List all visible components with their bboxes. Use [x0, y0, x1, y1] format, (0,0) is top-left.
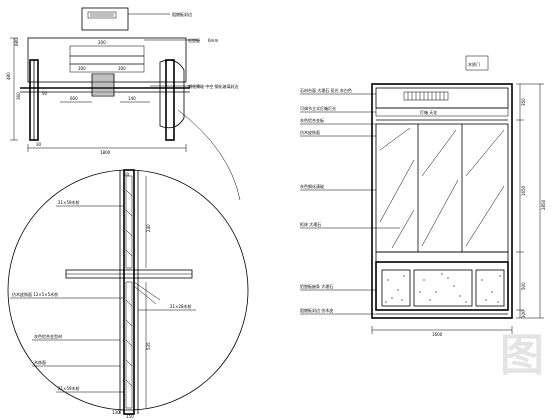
watermark-logo: 图 — [500, 330, 544, 381]
lamp-text: 灯箱 天花 — [420, 109, 437, 115]
right-rounded-end — [159, 59, 185, 129]
detail-dim-1: 535 — [146, 342, 151, 350]
detail-dim-4: 150 — [126, 414, 134, 419]
detail-callout-1: 仿木皮饰面 12×5×5木枋 — [12, 291, 58, 297]
detail-dim-0: 240 — [146, 224, 151, 232]
left-label-0: 阻燃板封边 — [172, 11, 192, 17]
cabinet-frame — [371, 83, 513, 319]
right-label-0: 石材台面 大理石 亚光 灰白色 — [300, 87, 352, 93]
right-label-4: 灰色钢化清玻 — [300, 183, 324, 189]
monitor-screen — [87, 11, 117, 19]
door-tag — [465, 55, 489, 71]
left-dim-1: 680 — [14, 38, 19, 46]
detail-callout-3: 灰色铝合金型材 — [34, 333, 62, 339]
right-bottom-dim: 1600 — [432, 332, 443, 337]
right-label-5: 柜体 大理石 — [300, 221, 321, 227]
left-label-1: 铝塑板 — [188, 37, 200, 43]
right-dim-1: 1650 — [521, 185, 526, 196]
lower-band — [375, 251, 509, 263]
upper-inner-panel — [69, 45, 145, 57]
detail-callout-4: 木饰面 — [34, 359, 46, 365]
left-label-2: 6mm — [208, 38, 218, 43]
left-dim-3: 300 — [78, 66, 86, 71]
light-box — [375, 87, 509, 109]
glass-area — [375, 123, 509, 253]
left-label-3: 钢化清玻 中空 钢化玻璃封边 — [188, 83, 239, 89]
right-label-7: 阻燃板封边 仿木皮 — [300, 307, 333, 313]
light-box-grille — [403, 91, 449, 101]
left-dim-9: 30 — [36, 142, 42, 147]
detail-callout-arc — [177, 109, 241, 201]
stone-panel-3 — [475, 269, 505, 307]
left-dim-10: 1800 — [100, 150, 111, 155]
lamp-strip — [375, 107, 509, 117]
monitor-box — [81, 7, 129, 31]
right-label-2: 灰色铝合金板 — [300, 117, 324, 123]
right-label-1: 可调节立式灯箱灯光 — [300, 105, 336, 111]
center-hatch-block — [91, 73, 115, 97]
stone-panel-2 — [413, 269, 473, 307]
door-tag-label: 木质门 — [468, 61, 480, 67]
vertical-profile — [123, 169, 135, 415]
left-dim-6: 140 — [128, 96, 136, 101]
left-dim-0: 480 — [6, 72, 11, 80]
detail-circle-outline — [7, 169, 249, 411]
right-dim-2: 500 — [521, 282, 526, 290]
counter-back-panel — [27, 37, 187, 83]
right-dim-0: 350 — [521, 98, 526, 106]
stone-panel-1 — [381, 269, 411, 307]
detail-dim-2: 130 — [112, 410, 120, 415]
right-dim-3: 100 — [521, 310, 526, 318]
left-dim-7: 50 — [42, 91, 48, 96]
right-dim-4: 2850 — [541, 199, 546, 210]
left-dim-8: 360 — [16, 92, 21, 100]
left-dim-4: 300 — [118, 66, 126, 71]
right-label-6: 铝塑板嵌条 大理石 — [300, 283, 333, 289]
left-dim-5: 600 — [70, 96, 78, 101]
detail-callout-5: 21×59木枋 — [58, 385, 80, 391]
left-dim-2: 200 — [98, 40, 106, 45]
detail-callout-0: 21×59木枋 — [58, 199, 80, 205]
right-elevation: 木质门 灯箱 天花 — [300, 55, 546, 337]
right-label-3: 仿木皮饰面 — [300, 129, 320, 135]
detail-callout-2: 21×28木枋 — [170, 303, 192, 309]
detail-circle: 240 535 130 30 150 21×59木枋 仿木皮饰面 12×5×5木… — [7, 109, 249, 419]
detail-dim-3: 30 — [124, 172, 130, 177]
left-elevation: 480 680 200 300 300 600 140 50 360 30 18… — [6, 7, 239, 155]
stone-cabinet — [375, 261, 509, 311]
